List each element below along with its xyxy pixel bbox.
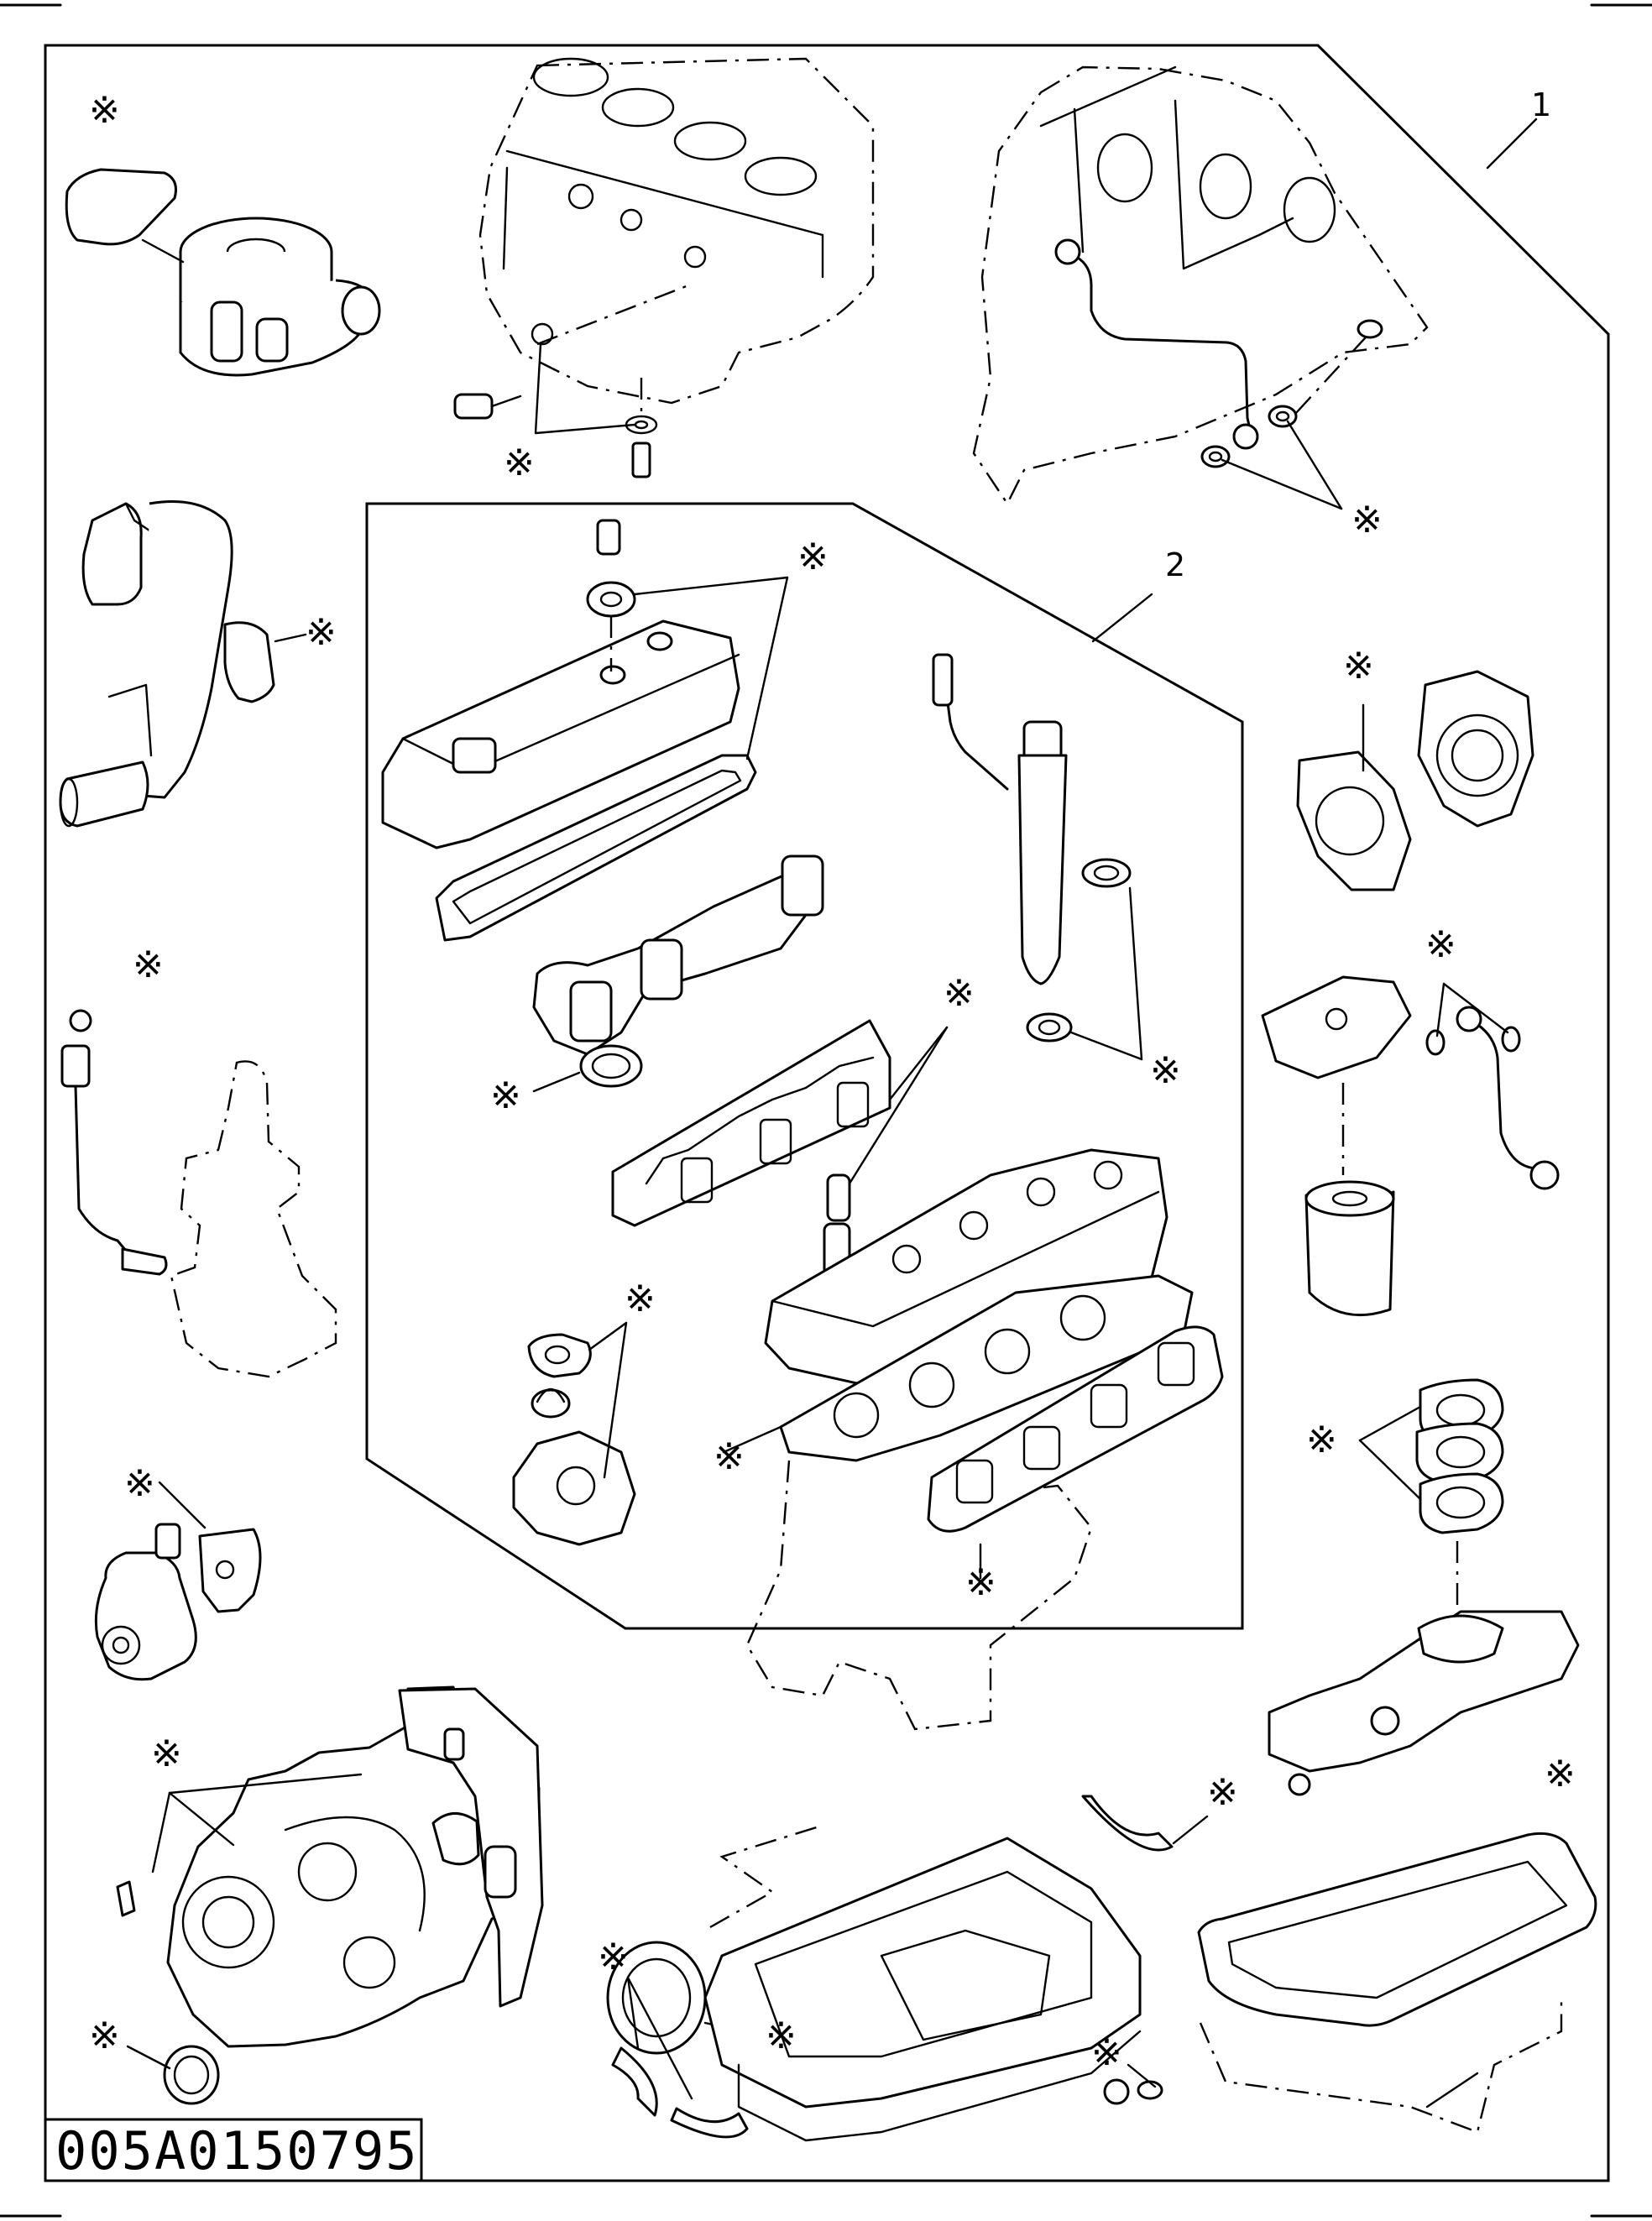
kit-marker: ※: [1343, 645, 1374, 687]
cylinder-block: [453, 57, 875, 478]
cylinder-block-right: [972, 65, 1429, 510]
kit-marker: ※: [124, 1462, 155, 1505]
oil-pan-gasket: [1197, 1832, 1597, 2134]
kit-marker: ※: [1545, 1753, 1576, 1795]
intake-manifold-gasket: [927, 1325, 1224, 1580]
drawing-code: 005A0150795: [55, 2120, 419, 2182]
kit-marker: ※: [965, 1561, 996, 1604]
gear-case-assembly: [116, 1685, 544, 2105]
exhaust-manifold: [532, 854, 891, 1227]
oil-cooler-assembly: [65, 168, 381, 377]
kit-marker: ※: [797, 536, 829, 578]
kit-marker: ※: [1091, 2031, 1122, 2074]
kit-marker: ※: [944, 972, 975, 1015]
kit-marker: ※: [625, 1278, 656, 1320]
kit-marker: ※: [1150, 1049, 1181, 1092]
kit-marker: ※: [598, 1936, 629, 1978]
crop-marks: [0, 3, 1652, 2218]
kit-marker: ※: [504, 442, 535, 484]
cylinder-head: [722, 1148, 1194, 1731]
water-outlet-pipe: [59, 500, 307, 828]
rocker-cover: [381, 519, 789, 942]
kit-marker: ※: [1351, 499, 1383, 541]
kit-marker: ※: [714, 1435, 745, 1478]
callout-1-leader: [1486, 118, 1538, 170]
drawing-code-frame: [44, 2118, 423, 2182]
kit-marker: ※: [89, 2015, 120, 2057]
flywheel-housing: [1296, 670, 1534, 891]
oil-pan: [703, 1837, 1163, 2142]
kit-marker: ※: [766, 2015, 797, 2057]
kit-marker: ※: [1207, 1771, 1238, 1814]
drive-housing: [60, 1009, 337, 1378]
kit-frame-inner: [365, 502, 1244, 1630]
callout-2-leader: [1091, 593, 1153, 643]
kit-marker: ※: [306, 611, 337, 654]
callout-2-label: 2: [1165, 546, 1185, 583]
kit-markers: ※ ※ ※ ※ ※ ※ ※ ※ ※ ※ ※ ※ ※ ※ ※ ※ ※ ※ ※ ※ …: [89, 89, 1576, 2074]
kit-marker: ※: [89, 89, 120, 132]
water-pump: [94, 1481, 262, 1681]
callout-1-label: 1: [1531, 86, 1551, 123]
bearing-caps: [611, 1795, 1209, 2139]
rear-oil-seal: [606, 1825, 820, 2055]
kit-marker: ※: [490, 1074, 521, 1117]
oil-filter-assembly: [1261, 975, 1560, 1317]
kit-marker: ※: [1425, 923, 1456, 966]
thermostat-housing: [512, 1321, 636, 1546]
kit-marker: ※: [1306, 1419, 1337, 1461]
drawing-code-box: 005A0150795: [44, 2118, 423, 2182]
exhaust-outlet-gaskets: [1268, 1378, 1580, 1796]
kit-marker: ※: [133, 943, 164, 986]
kit-marker: ※: [151, 1732, 182, 1775]
